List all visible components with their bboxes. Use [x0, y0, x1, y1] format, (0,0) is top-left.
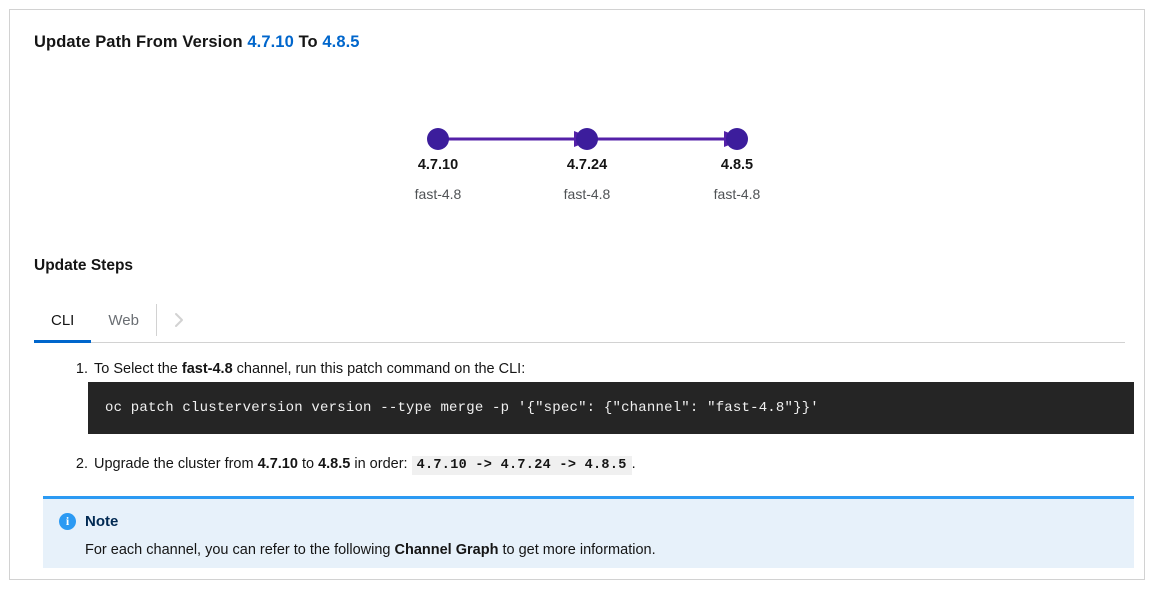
note-body-before: For each channel, you can refer to the f… [85, 542, 395, 558]
tab-divider [155, 304, 157, 336]
step-1-text-after: channel, run this patch command on the C… [232, 361, 526, 377]
tab-web[interactable]: Web [91, 298, 156, 342]
step-2-to-version: 4.8.5 [318, 456, 351, 472]
step-2-number: 2. [75, 456, 88, 472]
graph-node-2[interactable] [576, 128, 598, 150]
graph-node-3[interactable] [726, 128, 748, 150]
tab-web-label: Web [108, 311, 139, 329]
step-1-number: 1. [75, 361, 88, 377]
graph-node-version: 4.7.24 [566, 157, 608, 173]
step-1-channel: fast-4.8 [181, 361, 233, 377]
update-steps-title: Update Steps [34, 257, 134, 274]
step-2-text-end: . [631, 456, 636, 472]
step-2: 2. Upgrade the cluster from 4.7.10 to 4.8… [72, 453, 636, 477]
note-alert-title: Note [85, 512, 119, 530]
graph-node-label-3: 4.8.5 fast-4.8 [657, 157, 817, 202]
chevron-right-icon[interactable] [157, 298, 201, 342]
step-2-order-code: 4.7.10 -> 4.7.24 -> 4.8.5 [411, 456, 632, 475]
graph-node-channel: fast-4.8 [713, 186, 761, 202]
step-1: 1. To Select the fast-4.8 channel, run th… [72, 358, 1134, 380]
note-alert-header: i Note [59, 511, 1118, 531]
step-2-text-before: Upgrade the cluster from [94, 456, 258, 472]
step-1-text-before: To Select the [94, 361, 182, 377]
page-title-to-version: 4.8.5 [322, 33, 360, 51]
update-path-card: Update Path From Version 4.7.10 To 4.8.5… [9, 9, 1145, 580]
note-body-after: to get more information. [498, 542, 656, 558]
page-title: Update Path From Version 4.7.10 To 4.8.5 [34, 33, 360, 52]
step-2-text-mid: to [297, 456, 319, 472]
graph-node-channel: fast-4.8 [563, 186, 611, 202]
page-title-to-word: To [298, 33, 318, 51]
page-title-from-version: 4.7.10 [247, 33, 294, 51]
info-circle-icon: i [59, 512, 76, 530]
tab-cli[interactable]: CLI [34, 298, 92, 343]
note-channel-graph-link[interactable]: Channel Graph [394, 542, 499, 558]
graph-node-channel: fast-4.8 [414, 186, 462, 202]
note-alert-body: For each channel, you can refer to the f… [85, 540, 1118, 560]
update-steps-tabs: CLI Web [34, 298, 1125, 343]
tab-cli-label: CLI [51, 311, 75, 329]
graph-node-label-2: 4.7.24 fast-4.8 [507, 157, 667, 202]
update-path-graph: 4.7.10 fast-4.8 4.7.24 fast-4.8 4.8.5 fa… [34, 95, 1122, 220]
page-title-prefix: Update Path From Version [34, 33, 243, 51]
patch-command-text: oc patch clusterversion version --type m… [105, 400, 819, 416]
graph-node-version: 4.8.5 [720, 157, 754, 173]
step-2-text-order: in order: [350, 456, 412, 472]
graph-node-label-1: 4.7.10 fast-4.8 [358, 157, 518, 202]
update-steps-list: 1. To Select the fast-4.8 channel, run th… [72, 358, 1134, 380]
patch-command-block[interactable]: oc patch clusterversion version --type m… [88, 382, 1134, 434]
update-path-graph-svg [427, 128, 748, 150]
graph-node-1[interactable] [427, 128, 449, 150]
graph-node-labels: 4.7.10 fast-4.8 4.7.24 fast-4.8 4.8.5 fa… [34, 95, 1122, 220]
step-2-from-version: 4.7.10 [257, 456, 298, 472]
note-alert: i Note For each channel, you can refer t… [43, 496, 1134, 568]
graph-node-version: 4.7.10 [417, 157, 459, 173]
